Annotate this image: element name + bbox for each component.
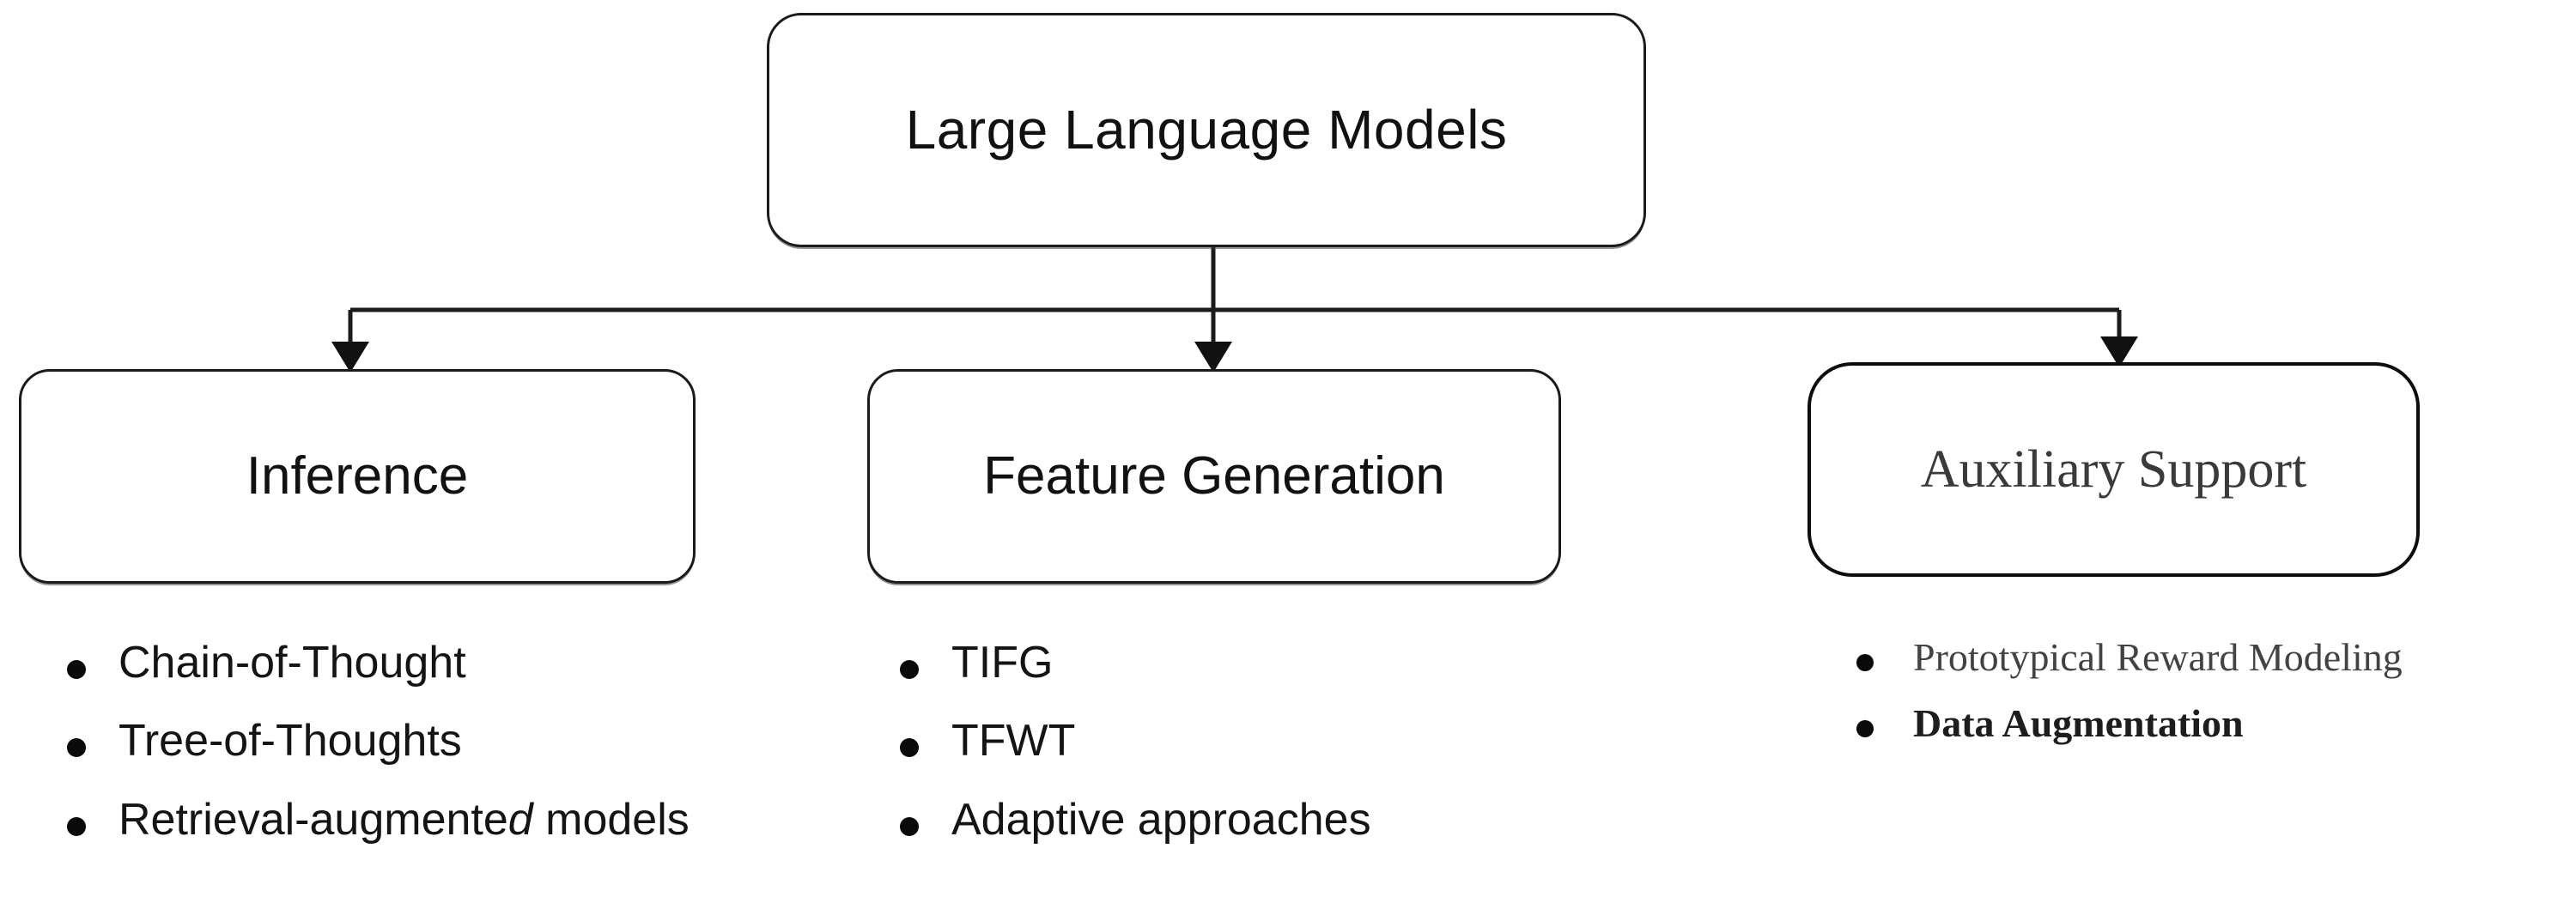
bullet-dot-icon: [900, 660, 919, 680]
list-item: Adaptive approaches: [884, 794, 1571, 846]
node-inference-label: Inference: [246, 445, 469, 506]
bullet-dot-icon: [1856, 653, 1874, 671]
bullet-dot-icon: [900, 738, 919, 758]
bullet-list-feature-generation: TIFG TFWT Adaptive approaches: [884, 637, 1571, 872]
bullet-dot-icon: [67, 816, 86, 836]
list-item: TIFG: [884, 637, 1571, 689]
list-item-label: TIFG: [951, 638, 1054, 688]
list-item: Prototypical Reward Modeling: [1846, 633, 2576, 681]
list-item: Data Augmentation: [1846, 700, 2576, 747]
node-inference[interactable]: Inference: [19, 369, 696, 584]
node-feature-generation-label: Feature Generation: [983, 445, 1445, 506]
list-item: TFWT: [884, 715, 1571, 767]
list-item-label: TFWT: [951, 716, 1076, 767]
node-feature-generation[interactable]: Feature Generation: [867, 369, 1561, 584]
node-auxiliary-support-label: Auxiliary Support: [1920, 439, 2307, 499]
node-root-label: Large Language Models: [905, 99, 1508, 161]
list-item-label-stem: Retrieval-augmente: [118, 794, 508, 845]
list-item: Retrieval-augmented models: [52, 794, 721, 846]
node-auxiliary-support[interactable]: Auxiliary Support: [1807, 362, 2420, 577]
arrowhead-inference: [331, 342, 369, 373]
bullet-dot-icon: [67, 660, 86, 680]
bullet-dot-icon: [1856, 720, 1874, 738]
list-item-label-italic-tail: d: [507, 794, 533, 845]
list-item: Chain-of-Thought: [52, 637, 721, 689]
arrowhead-feature: [1194, 342, 1232, 373]
bullet-list-inference: Chain-of-Thought Tree-of-Thoughts Retrie…: [52, 637, 721, 872]
list-item-label: Prototypical Reward Modeling: [1913, 635, 2403, 679]
list-item-label: Tree-of-Thoughts: [118, 716, 462, 767]
list-item-label: Adaptive approaches: [951, 794, 1371, 845]
list-item: Tree-of-Thoughts: [52, 715, 721, 767]
list-item-label: Retrieval-augmented models: [118, 795, 690, 845]
node-large-language-models[interactable]: Large Language Models: [767, 13, 1646, 247]
list-item-label-suffix: models: [532, 794, 690, 845]
bullet-dot-icon: [900, 816, 919, 836]
list-item-label: Chain-of-Thought: [118, 638, 466, 688]
bullet-list-auxiliary-support: Prototypical Reward Modeling Data Augmen…: [1846, 633, 2576, 766]
list-item-label: Data Augmentation: [1913, 701, 2244, 746]
bullet-dot-icon: [67, 738, 86, 758]
